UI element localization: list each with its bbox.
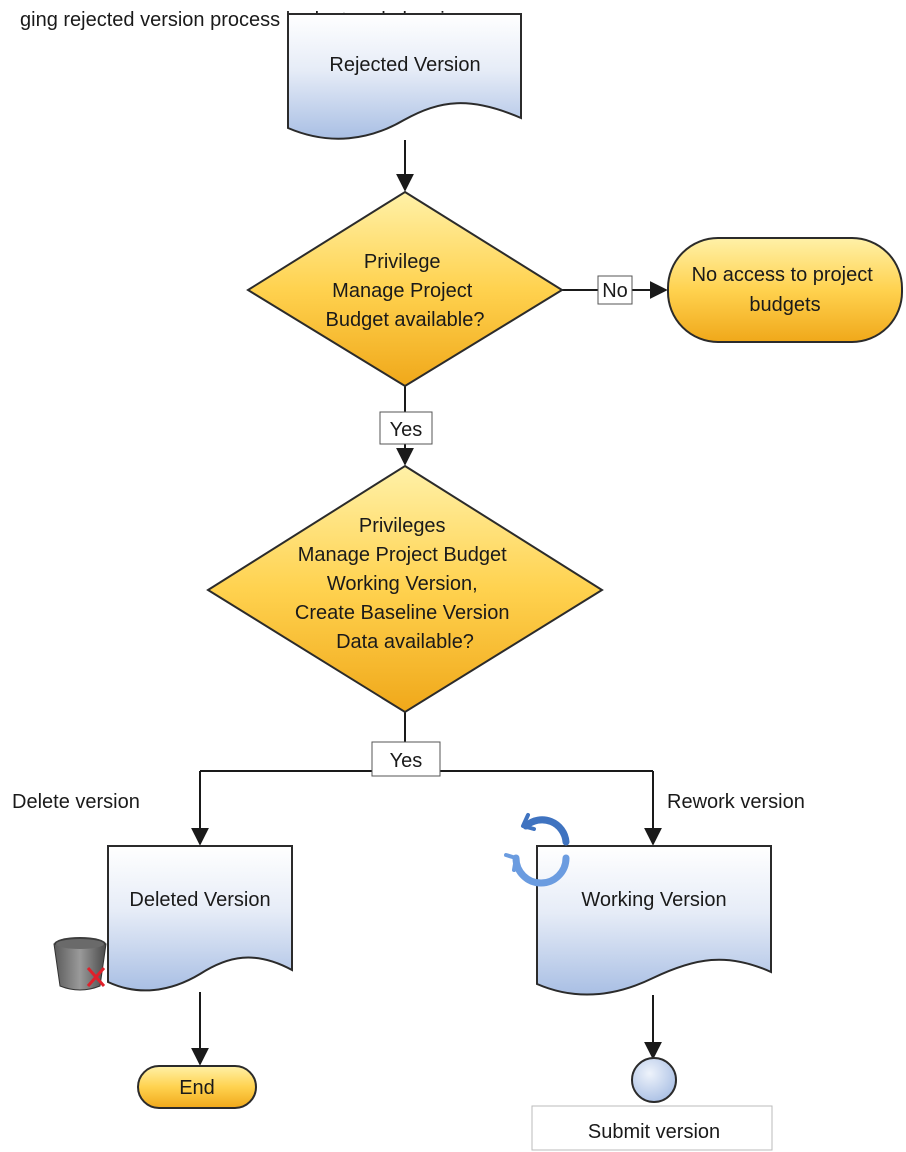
edge-yes-label-1: Yes bbox=[379, 411, 433, 445]
yes-label-2: Yes bbox=[390, 750, 423, 772]
delete-version-label: Delete version bbox=[12, 791, 140, 813]
svg-text:No access to project bud: No access to project budgets bbox=[692, 264, 879, 316]
end-node: End bbox=[137, 1065, 257, 1109]
privilege-decision-node: Privilege Manage Project Budget availabl… bbox=[246, 190, 564, 388]
svg-text:Privilege Manage Project: Privilege Manage Project Budget availabl… bbox=[325, 251, 484, 331]
privileges-label-line-3: Working Version, bbox=[327, 573, 478, 595]
privileges-decision-node: Privileges Manage Project Budget Working… bbox=[206, 464, 604, 714]
privilege-label-line-1: Privilege bbox=[364, 251, 441, 273]
no-access-node: No access to project budgets bbox=[667, 237, 903, 343]
no-label: No bbox=[602, 280, 628, 302]
working-version-node: Working Version bbox=[536, 845, 772, 996]
submit-version-label: Submit version bbox=[588, 1121, 720, 1143]
trash-delete-icon bbox=[53, 937, 107, 991]
yes-label-1: Yes bbox=[390, 419, 423, 441]
rejected-version-label: Rejected Version bbox=[329, 54, 480, 76]
svg-text:Privileges Manage Projec: Privileges Manage Project Budget Working… bbox=[295, 515, 515, 653]
edge-no-label: No bbox=[597, 275, 633, 305]
privilege-label-line-2: Manage Project bbox=[332, 280, 473, 302]
privileges-label-line-4: Create Baseline Version bbox=[295, 602, 510, 624]
privileges-label-line-1: Privileges bbox=[359, 515, 446, 537]
deleted-version-node: Deleted Version bbox=[107, 845, 293, 992]
edge-yes-label-2: Yes bbox=[371, 741, 441, 777]
deleted-version-label: Deleted Version bbox=[129, 889, 270, 911]
no-access-label-line-2: budgets bbox=[749, 294, 820, 316]
submit-node: Submit version bbox=[531, 1057, 773, 1151]
privileges-label-line-5: Data available? bbox=[336, 631, 474, 653]
no-access-label-line-1: No access to project bbox=[692, 264, 874, 286]
rejected-version-node: Rejected Version bbox=[287, 13, 522, 140]
refresh-cycle-icon bbox=[504, 813, 570, 887]
privileges-label-line-2: Manage Project Budget bbox=[298, 544, 507, 566]
connectors bbox=[191, 140, 668, 1066]
privilege-label-line-3: Budget available? bbox=[325, 309, 484, 331]
working-version-label: Working Version bbox=[581, 889, 726, 911]
end-label: End bbox=[179, 1077, 215, 1099]
rework-version-label: Rework version bbox=[667, 791, 805, 813]
